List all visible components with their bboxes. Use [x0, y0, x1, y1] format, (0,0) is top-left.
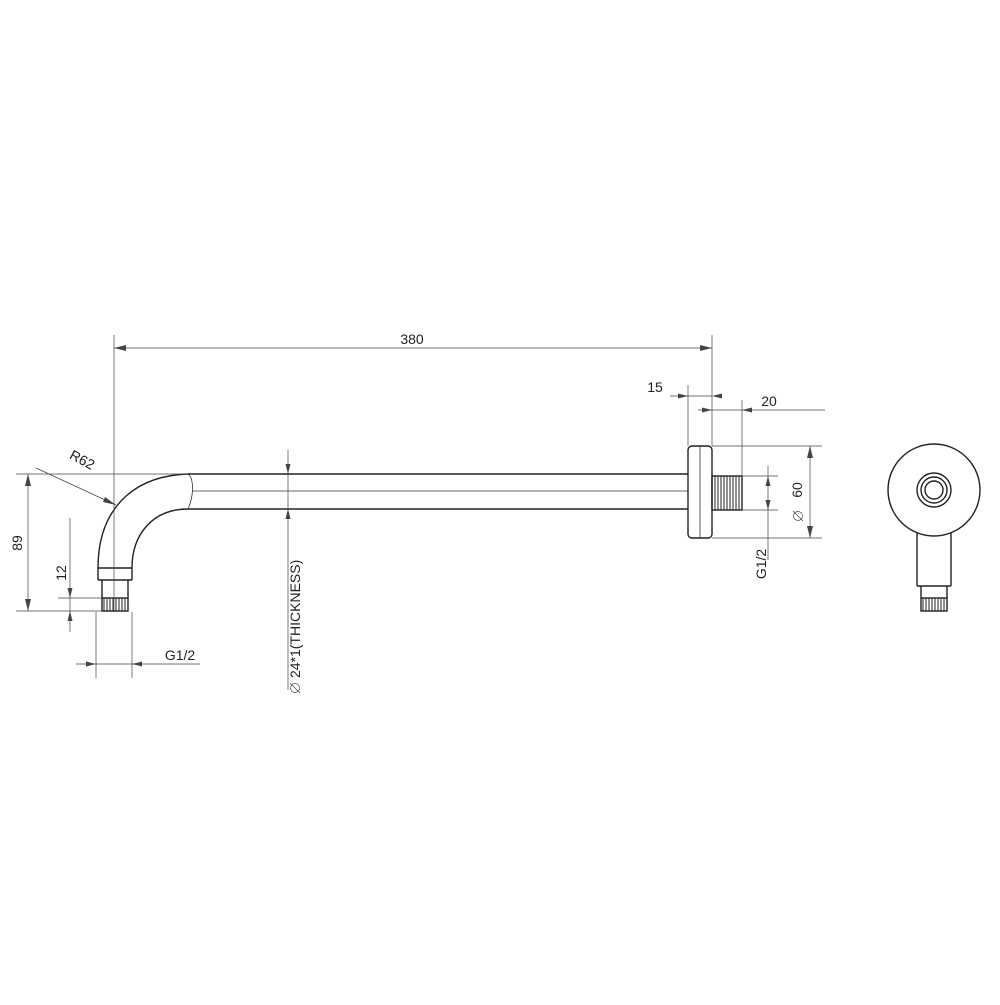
arrow-380-right — [700, 345, 712, 351]
dim-label-15: 15 — [647, 379, 663, 395]
arrow-tube-top — [285, 464, 291, 474]
dimension-lines: 380 15 20 60 G1/2 R62 — [9, 331, 825, 694]
arrow-15-right — [712, 393, 722, 399]
end-view-thread-body — [920, 597, 948, 612]
bend-joint-curve — [187, 473, 193, 510]
arrow-89-top — [25, 474, 31, 486]
end-view — [887, 443, 981, 612]
bottom-thread-lines — [103, 598, 126, 611]
dim-label-20: 20 — [761, 393, 777, 409]
arrow-g12-bottom-right — [132, 661, 142, 667]
dim-label-g12-side: G1/2 — [753, 549, 769, 580]
arrow-380-left — [114, 345, 126, 351]
arrow-tube-bottom — [285, 509, 291, 519]
end-view-nut-inner — [924, 480, 944, 500]
dim-label-380: 380 — [400, 331, 424, 347]
end-view-thread-lines — [922, 598, 945, 611]
bottom-thread-body — [101, 597, 129, 612]
dim-label-g12-bottom: G1/2 — [165, 647, 196, 663]
arrow-20-right — [742, 407, 752, 413]
arrow-g12-side-top — [765, 476, 771, 486]
arrow-15-left — [678, 393, 688, 399]
end-view-nut-outer — [916, 472, 952, 508]
arrow-g12-bottom-left — [86, 661, 96, 667]
dim-label-tube: 24*1(THICKNESS) — [287, 560, 303, 678]
arrow-r62 — [103, 497, 116, 505]
arrow-60-bottom — [807, 526, 813, 538]
dim-label-r62: R62 — [67, 446, 97, 472]
side-thread-lines — [714, 476, 740, 510]
bend-inner-arc — [131, 508, 189, 569]
dim-label-60: 60 — [789, 482, 805, 498]
diameter-symbol-icon — [793, 511, 803, 521]
arrow-89-bottom — [25, 599, 31, 611]
arrow-60-top — [807, 446, 813, 458]
arrow-20-left — [702, 407, 712, 413]
dim-label-89: 89 — [9, 535, 25, 551]
diameter-symbol-icon — [290, 683, 300, 693]
side-view — [97, 445, 743, 612]
bend-outer-arc — [97, 473, 189, 569]
arrow-12-top — [67, 588, 73, 598]
arrow-g12-side-bottom — [765, 500, 771, 510]
leader-r62 — [35, 467, 117, 506]
arrow-12-bottom — [67, 611, 73, 621]
end-view-nut-middle — [920, 476, 948, 504]
dim-label-12: 12 — [53, 565, 69, 581]
end-view-flange — [887, 443, 981, 537]
